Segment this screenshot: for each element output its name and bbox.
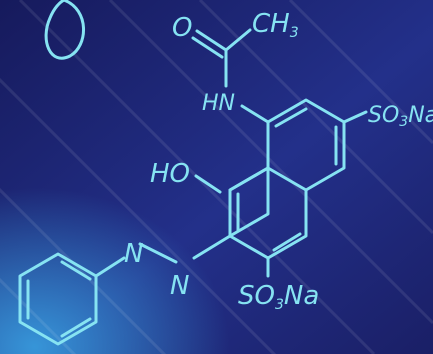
- label-methyl: CH3: [252, 9, 299, 41]
- phenyl-inner-2: [60, 260, 92, 281]
- so3-right-bond: [342, 110, 368, 124]
- label-so3na-bottom: SO3Na: [238, 281, 319, 313]
- left-ring-inner-2: [272, 232, 302, 252]
- methyl-bond: [224, 28, 252, 52]
- label-hydroxyl: HO: [150, 159, 190, 189]
- phenyl-inner-3: [60, 317, 92, 338]
- carbonyl-bond-double: [191, 36, 224, 59]
- ho-bond: [194, 174, 222, 194]
- label-azo-n2: N: [170, 271, 189, 301]
- label-azo-n1: N: [124, 239, 143, 269]
- carbonyl-bond: [195, 29, 228, 52]
- hn-ring-bond: [240, 104, 270, 124]
- right-ring-inner-1: [274, 107, 308, 128]
- phenyl-ring: [18, 252, 98, 346]
- label-so3na-right: SO3Na: [368, 103, 433, 130]
- left-ring-outer: [228, 166, 308, 260]
- azo-double: [138, 242, 178, 264]
- label-amine: HN: [202, 91, 235, 116]
- label-oxygen: O: [172, 13, 192, 43]
- azo-ring-bond: [192, 234, 232, 260]
- loop-stroke: [44, 0, 85, 60]
- phenyl-azo-bond: [94, 256, 126, 278]
